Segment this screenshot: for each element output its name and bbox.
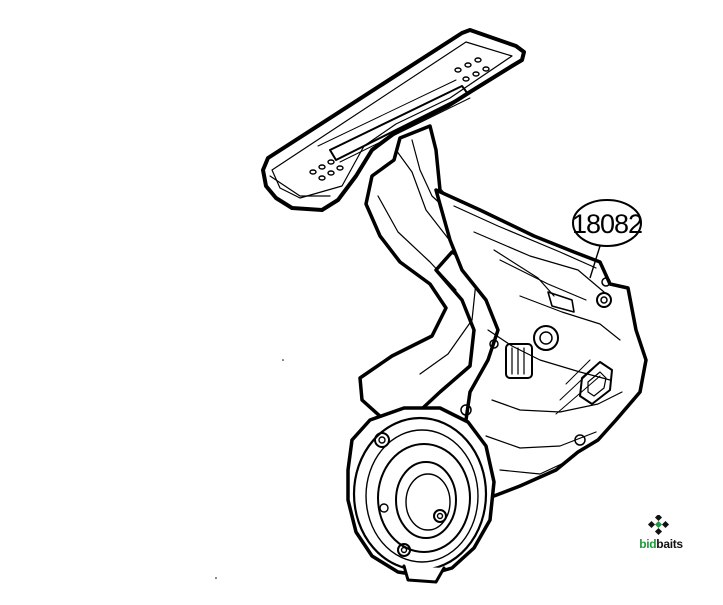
part-number-label: 18082 bbox=[572, 209, 642, 239]
logo-suffix: baits bbox=[656, 537, 683, 551]
rotor-flange bbox=[346, 406, 496, 584]
bidbaits-watermark: bidbaits bbox=[633, 538, 689, 550]
callout-bubble bbox=[572, 199, 642, 247]
mounting-holes bbox=[309, 57, 490, 181]
part-callout: 18082 bbox=[572, 199, 643, 279]
bidbaits-logo-icon bbox=[647, 515, 670, 536]
logo-prefix: bid bbox=[639, 537, 657, 551]
leader-line bbox=[589, 245, 601, 279]
reel-foot bbox=[261, 28, 526, 212]
